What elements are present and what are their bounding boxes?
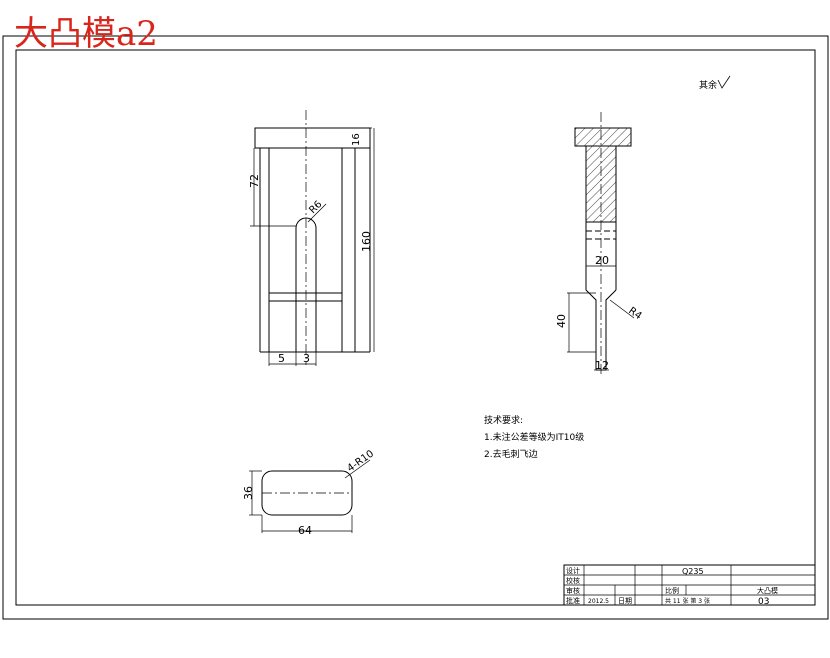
dim-160: 160 [360,231,373,252]
dim-20: 20 [595,254,609,267]
tb-approve: 批准 [566,596,580,605]
tb-ratio-label: 比例 [665,586,679,595]
tb-part-name: 大凸模 [757,586,778,595]
tb-date-value: 2012.5 [588,598,609,605]
dim-4r10: 4-R10 [345,448,376,474]
dim-16: 16 [351,133,362,146]
roughness-note: 其余 [699,79,717,91]
top-view [249,459,371,533]
dim-r6: R6 [307,199,324,216]
tech-requirements-heading: 技术要求: [484,414,523,426]
dim-40: 40 [555,314,568,328]
tb-drawing-no: 03 [758,597,769,607]
section-view [567,112,635,374]
dim-72: 72 [248,174,261,188]
tb-date-label: 日期 [618,597,632,605]
dim-3: 3 [303,352,310,365]
dim-r4: R4 [626,305,643,322]
tb-check: 校核 [566,576,580,585]
roughness-symbol [717,75,731,89]
dim-5: 5 [278,352,285,365]
title-block [563,564,816,606]
tb-design: 设计 [566,566,580,575]
tb-material: Q235 [682,567,704,576]
tech-requirement-1: 1.未注公差等级为IT10级 [484,431,584,443]
dim-12: 12 [595,359,609,372]
drawing-title: 大凸模a2 [14,14,158,54]
dim-64: 64 [298,524,312,537]
outer-frame [2,35,829,620]
tech-requirement-2: 2.去毛刺飞边 [484,448,538,460]
tb-sheet-info: 共 11 张 第 3 张 [665,597,710,605]
inner-frame [15,49,816,606]
tb-review: 审核 [566,586,580,595]
dim-36: 36 [242,486,255,500]
front-view [250,110,375,366]
